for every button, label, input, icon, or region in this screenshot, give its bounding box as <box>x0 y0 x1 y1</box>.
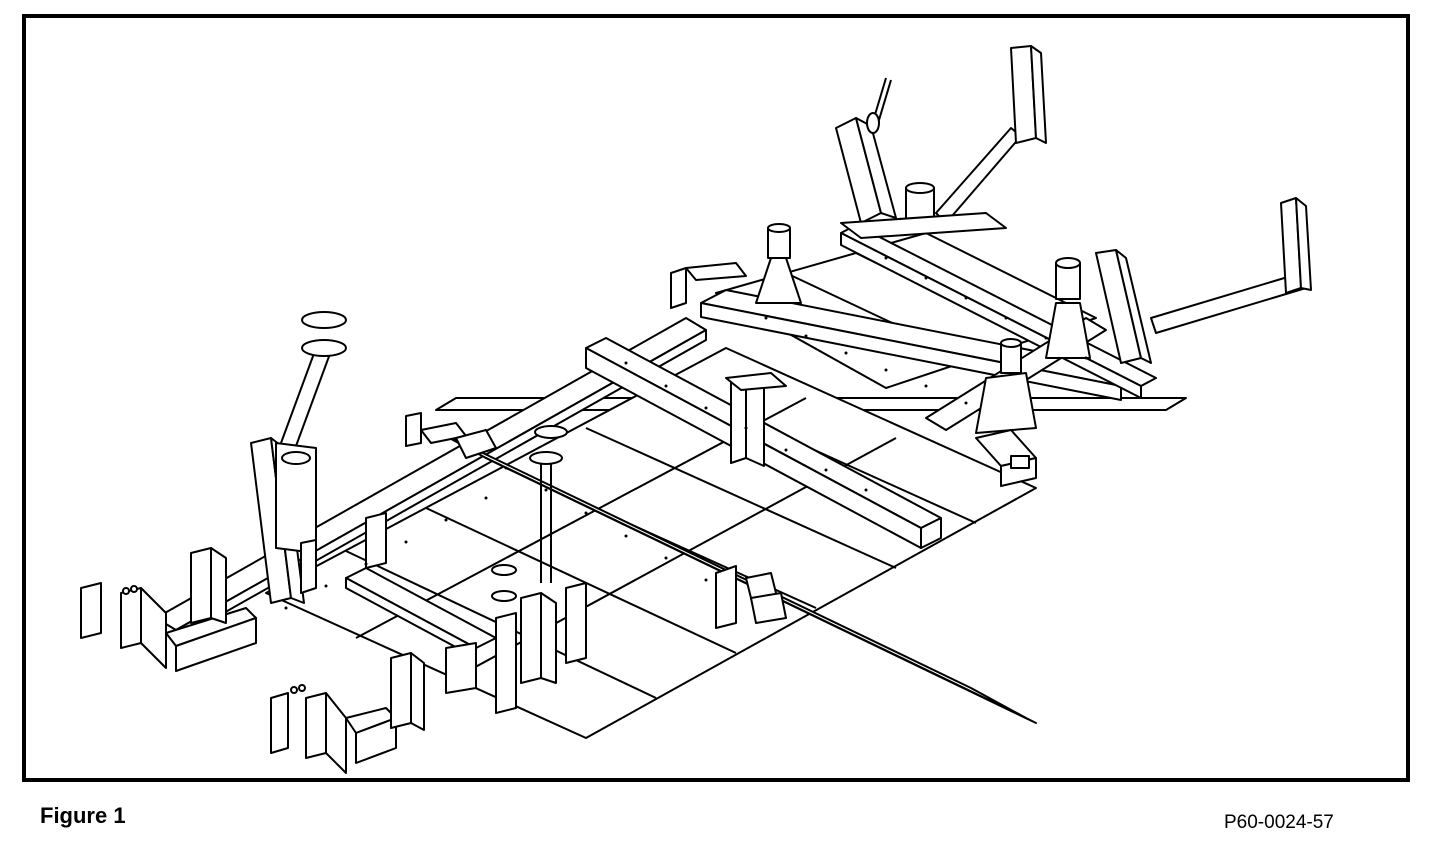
front-center-bracket <box>270 684 397 774</box>
center-mid-upright <box>725 372 787 467</box>
center-front-uprights <box>495 582 587 714</box>
left-tall-post <box>250 311 347 604</box>
left-side-uprights <box>190 512 387 624</box>
right-end-boxes <box>750 429 1037 624</box>
center-tall-post <box>491 425 568 602</box>
left-mid-bracket <box>405 412 497 459</box>
rear-left-jack-stand <box>755 223 802 304</box>
rear-left-small-bracket <box>670 262 747 309</box>
rear-v-bracket <box>835 45 1047 239</box>
rear-right-bracket <box>1095 197 1312 364</box>
frame-fixture-drawing <box>80 45 1312 774</box>
rivet-dots <box>284 256 1088 610</box>
front-center-upright <box>390 642 477 731</box>
right-jack-stands <box>975 257 1091 434</box>
figure-frame <box>22 14 1410 782</box>
figure-caption: Figure 1 <box>40 803 126 828</box>
figure-code: P60-0024-57 <box>1224 812 1334 833</box>
front-left-bracket <box>80 582 257 672</box>
